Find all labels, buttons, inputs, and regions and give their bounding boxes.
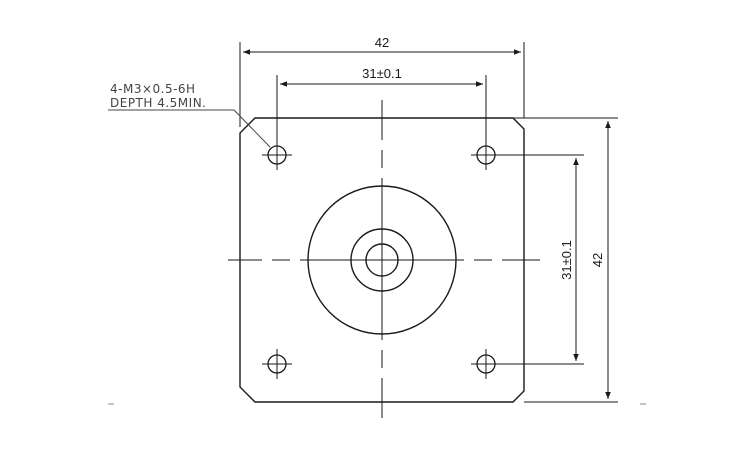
hole-note-leader xyxy=(108,109,271,148)
hole-note-line2: DEPTH 4.5MIN. xyxy=(110,96,207,110)
boss-circle xyxy=(307,185,457,335)
top-spacing-dimension xyxy=(276,75,487,145)
hole-note-line1: 4-M3×0.5-6H xyxy=(110,82,196,96)
center-lines xyxy=(228,100,540,418)
shaft-outer-circle xyxy=(350,228,414,292)
right-spacing-dimension xyxy=(495,154,584,365)
right-spacing-label: 31±0.1 xyxy=(559,240,574,280)
right-height-label: 42 xyxy=(590,253,605,267)
top-spacing-label: 31±0.1 xyxy=(362,66,402,81)
right-height-dimension xyxy=(513,117,618,403)
top-width-dimension xyxy=(239,42,525,127)
flange-outline xyxy=(239,117,525,403)
top-width-label: 42 xyxy=(375,35,389,50)
shaft-inner-circle xyxy=(365,243,399,277)
